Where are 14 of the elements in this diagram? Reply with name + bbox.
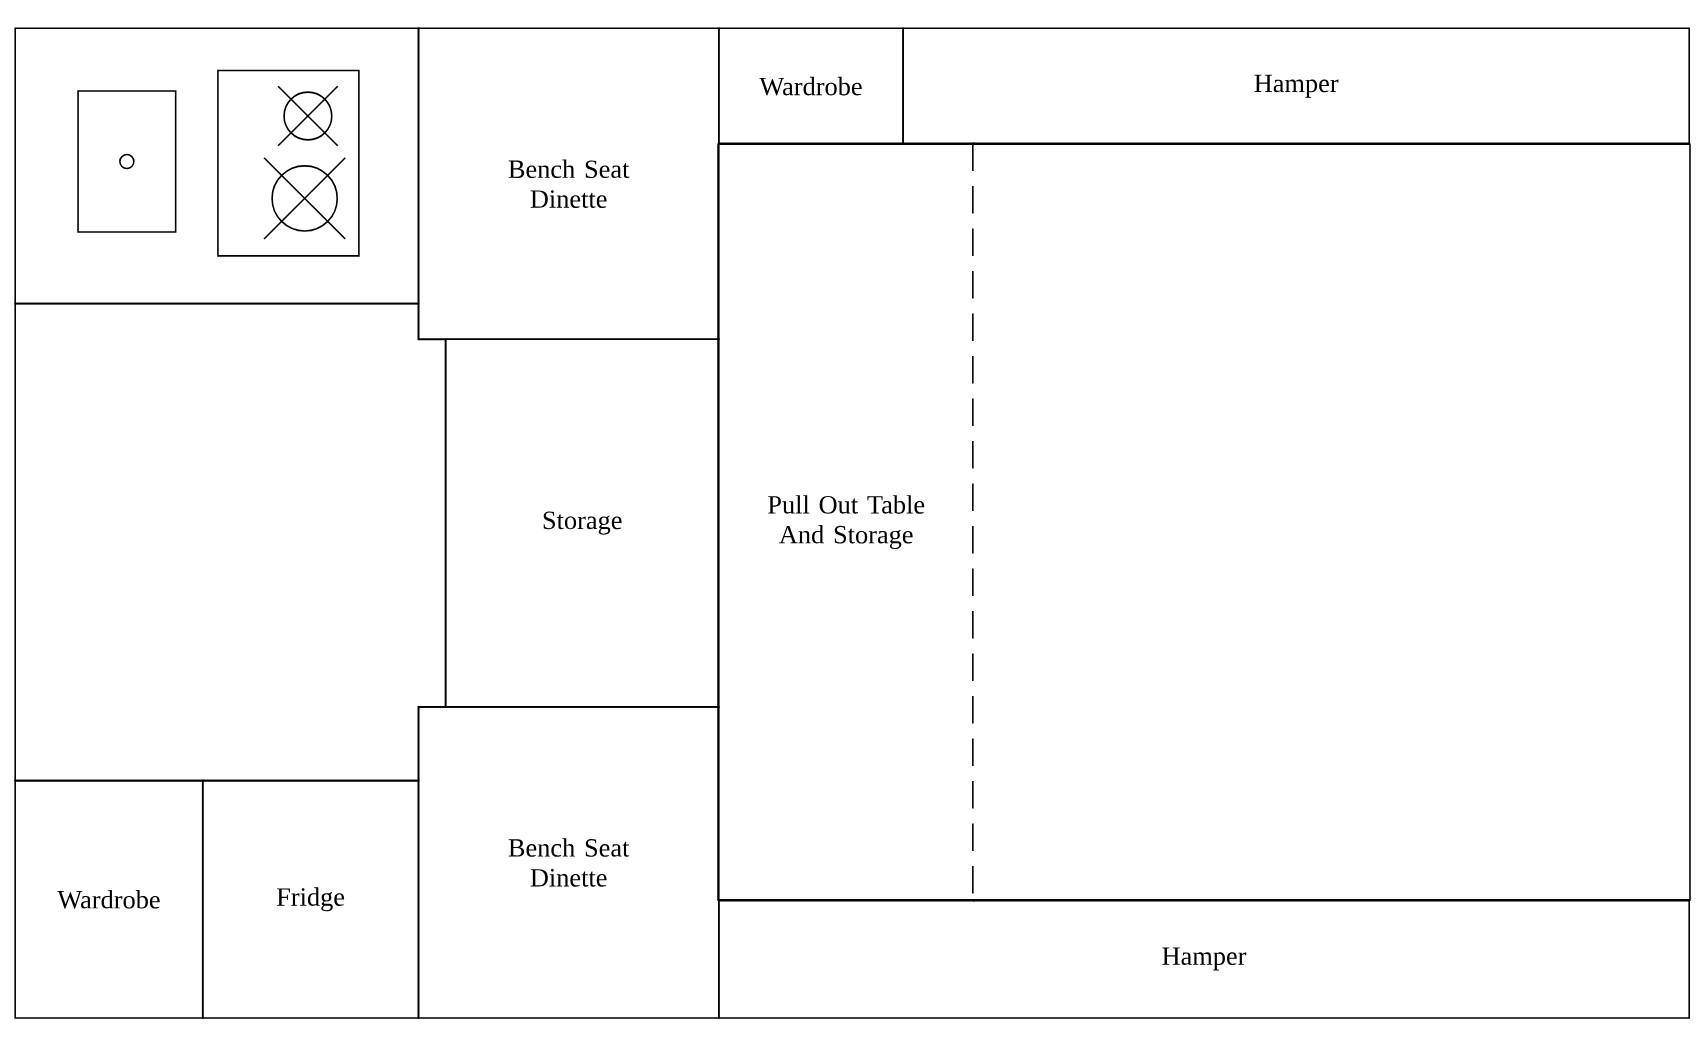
sink-drawing (77, 90, 177, 233)
table-area: Pull Out Table And Storage (717, 142, 976, 902)
stove-drawing (217, 69, 360, 257)
bench-seat: Bench Seat Dinette (417, 706, 720, 1019)
storage: Storage (444, 338, 720, 708)
bench-seat: Bench Seat Dinette (417, 27, 720, 341)
bed-area (972, 142, 1691, 902)
kitchen-counter (14, 27, 420, 305)
hamper: Hamper (902, 27, 1690, 145)
floor-area (14, 302, 447, 782)
wardrobe: Wardrobe (14, 779, 204, 1019)
wardrobe: Wardrobe (718, 27, 904, 145)
hamper: Hamper (718, 899, 1690, 1019)
fridge: Fridge (201, 779, 420, 1019)
